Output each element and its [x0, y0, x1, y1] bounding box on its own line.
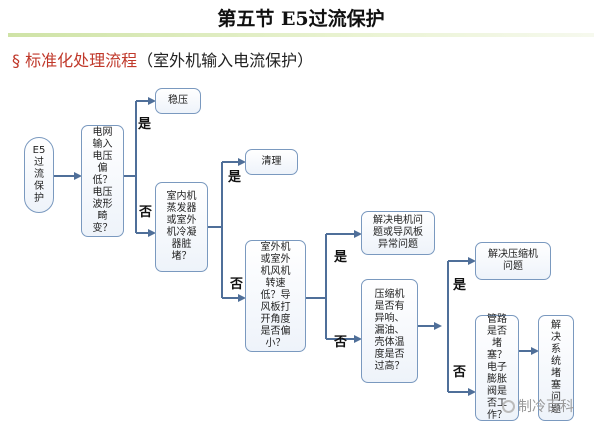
title-underline	[8, 33, 594, 37]
label-yes-3: 是	[334, 250, 348, 265]
watermark-logo-icon	[502, 399, 515, 413]
label-no-4: 否	[453, 365, 467, 380]
node-q3-fan-speed: 室外机 或室外 机风机 转速 低？导 风板打 开角度 是否偏 小？	[245, 240, 306, 352]
label-no-2: 否	[230, 277, 244, 292]
subtitle-paren: （室外机输入电流保护）	[137, 51, 314, 70]
page-title: 第五节 E5过流保护	[217, 8, 385, 30]
label-yes-1: 是	[138, 117, 152, 132]
node-q1-voltage: 电网 输入 电压 偏 低？ 电压 波形 畸 变？	[81, 125, 124, 237]
watermark-text: 制冷百科	[518, 399, 574, 415]
node-q4-compressor: 压缩机 是否有 异响、 漏油、 壳体温 度是否 过高？	[361, 279, 418, 383]
node-a5-fix-block: 解 决 系 统 堵 塞 问 题	[538, 315, 574, 421]
label-no-3: 否	[334, 335, 348, 350]
node-a1-stabilize: 稳压	[155, 88, 201, 114]
label-no-1: 否	[139, 205, 153, 220]
watermark: 制冷百科	[502, 396, 574, 416]
node-a2-clean: 清理	[245, 149, 298, 175]
node-start-e5: E5 过 流 保 护	[24, 137, 54, 213]
label-yes-4: 是	[453, 278, 467, 293]
node-q2-dirty-coil: 室内机 蒸发器 或室外 机冷凝 器脏 堵？	[155, 182, 208, 272]
node-a4-fix-compressor: 解决压缩机 问题	[475, 242, 551, 280]
section-symbol: §	[12, 51, 20, 70]
section-subtitle: § 标准化处理流程（室外机输入电流保护）	[12, 47, 313, 71]
node-a3-fix-motor: 解决电机问 题或导风板 异常问题	[361, 211, 435, 255]
subtitle-main: 标准化处理流程	[25, 51, 138, 70]
label-yes-2: 是	[228, 170, 242, 185]
